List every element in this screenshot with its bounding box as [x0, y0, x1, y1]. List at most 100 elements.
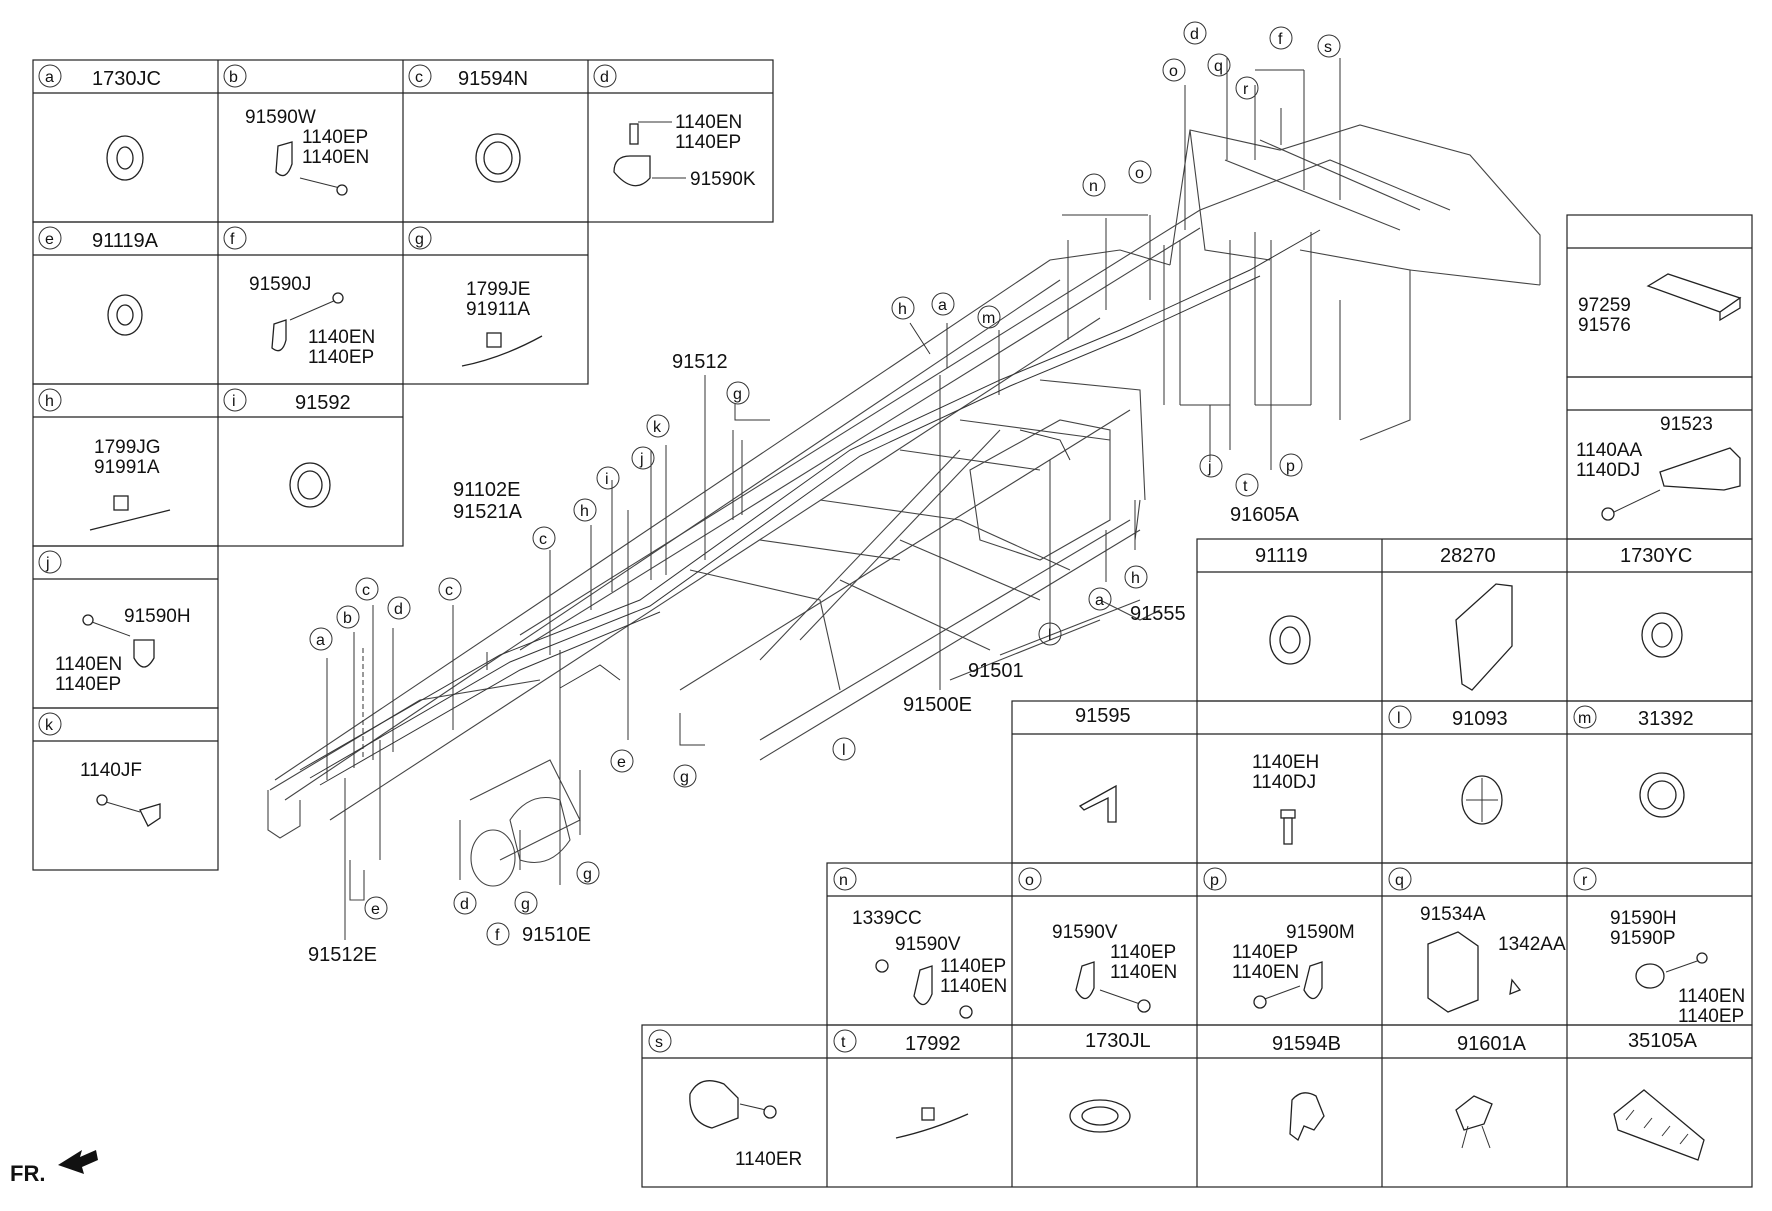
part-number: 1140EN	[308, 327, 375, 348]
svg-text:g: g	[583, 866, 592, 883]
panel-91594B: 91594B	[1272, 1033, 1341, 1142]
part-number: 1140DJ	[1576, 460, 1640, 481]
part-number: 1140EN	[675, 112, 742, 133]
right-parts-table	[641, 214, 1753, 1188]
part-number: 91590V	[1052, 922, 1118, 943]
svg-text:m: m	[982, 310, 995, 327]
panel-h: h 1799JG 91991A	[38, 388, 171, 531]
main-part-numbers: 91512 91102E 91521A 91605A 91555 91501 9…	[308, 351, 1300, 966]
part-number: 91601A	[1457, 1033, 1527, 1055]
svg-text:b: b	[229, 69, 238, 86]
callout-k: k	[646, 414, 670, 438]
callout-s: s	[1317, 34, 1341, 58]
part-number: 91093	[1452, 708, 1508, 730]
svg-text:e: e	[617, 754, 626, 771]
svg-text:c: c	[362, 582, 370, 599]
part-number: 1140EN	[940, 976, 1007, 997]
front-direction-indicator: FR.	[10, 1150, 98, 1186]
part-number: 1342AA	[1498, 934, 1566, 955]
part-number: 1730JL	[1085, 1030, 1151, 1052]
svg-text:e: e	[45, 231, 54, 248]
svg-text:o: o	[1025, 872, 1034, 889]
callout-lines	[326, 58, 1341, 940]
part-number: 1799JE	[466, 279, 530, 300]
part-number: 1140EP	[1232, 942, 1298, 963]
svg-text:s: s	[655, 1034, 663, 1051]
connector-icon	[689, 1080, 777, 1129]
bracket-icon	[1601, 447, 1741, 521]
svg-text:d: d	[1190, 26, 1199, 43]
clip-icon	[1253, 961, 1323, 1009]
part-number: 91576	[1578, 315, 1631, 336]
callout-d2: d	[453, 891, 477, 915]
callout-h: h	[573, 498, 597, 522]
svg-text:h: h	[898, 301, 907, 318]
panel-a: a 1730JC	[38, 64, 161, 181]
cable-tie-icon	[89, 495, 171, 531]
callout-o2: o	[1162, 58, 1186, 82]
svg-text:t: t	[1243, 478, 1248, 495]
svg-text:c: c	[539, 531, 547, 548]
svg-text:p: p	[1286, 458, 1295, 475]
connector-box-icon	[1427, 931, 1522, 1013]
panel-b: b 91590W 1140EP 1140EN	[223, 64, 369, 196]
part-number: 91534A	[1420, 904, 1486, 925]
protector-sleeve-icon	[1646, 273, 1742, 322]
panel-n: n 1339CC 91590V 1140EP 1140EN	[833, 867, 1007, 1019]
svg-text:d: d	[460, 896, 469, 913]
panel-letter: a	[45, 69, 54, 86]
callout-g: g	[514, 891, 538, 915]
callout-f: f	[486, 922, 510, 946]
panel-j: j 91590H 1140EN 1140EP	[38, 550, 191, 695]
callout-r: r	[1235, 76, 1259, 100]
part-number: 91523	[1660, 414, 1713, 435]
arrow-left-icon	[58, 1150, 98, 1174]
callout-c: c	[355, 577, 379, 601]
svg-text:g: g	[680, 769, 689, 786]
svg-text:t: t	[841, 1034, 846, 1051]
push-clip-icon	[1455, 1095, 1493, 1149]
svg-text:j: j	[45, 555, 50, 572]
svg-text:d: d	[600, 69, 609, 86]
svg-text:m: m	[1578, 710, 1591, 727]
panel-r: r 91590H 91590P 1140EN 1140EP	[1573, 867, 1745, 1027]
callout-h3: h	[1124, 565, 1148, 589]
svg-text:q: q	[1395, 872, 1404, 889]
part-number: 1140EN	[1110, 962, 1177, 983]
part-number: 1140EN	[302, 147, 369, 168]
callout-h2: h	[891, 296, 915, 320]
callout-j: j	[631, 446, 655, 470]
panel-35105A: 35105A	[1613, 1030, 1705, 1161]
part-number: 1140EH	[1252, 752, 1319, 773]
seal-ring-icon	[289, 462, 331, 508]
cable-tie-icon	[461, 332, 543, 367]
callout-d: d	[387, 596, 411, 620]
part-number: 1140EP	[1110, 942, 1176, 963]
svg-text:k: k	[45, 717, 54, 734]
svg-text:b: b	[343, 610, 352, 627]
svg-text:o: o	[1169, 63, 1178, 80]
panel-s: s 1140ER	[648, 1029, 802, 1170]
panel-i: i 91592	[223, 388, 351, 508]
clip-icon	[82, 614, 155, 668]
panel-t: t 17992	[833, 1029, 969, 1139]
panel-p: p 91590M 1140EP 1140EN	[1203, 867, 1355, 1009]
panel-k: k 1140JF	[38, 712, 161, 827]
chassis-frame	[267, 124, 1541, 901]
callout-l: l	[832, 737, 856, 761]
fr-label: FR.	[10, 1161, 45, 1186]
part-number: 1730YC	[1620, 545, 1692, 567]
callout-letters: a b c d c e d f g g c e h i j k g g l h …	[309, 21, 1341, 946]
callout-d3: d	[1183, 21, 1207, 45]
callout-a2: a	[931, 292, 955, 316]
callout-g3: g	[726, 381, 750, 405]
part-number: 17992	[905, 1033, 961, 1055]
part-number: 1140EP	[1678, 1006, 1744, 1027]
panel-91119: 91119	[1255, 545, 1311, 665]
callout-l2: l	[1038, 622, 1062, 646]
part-number: 91590M	[1286, 922, 1355, 943]
panel-o: o 91590V 1140EP 1140EN	[1018, 867, 1177, 1013]
part-number: 91590P	[1610, 928, 1676, 949]
part-number: 91510E	[522, 924, 591, 946]
svg-text:c: c	[415, 69, 423, 86]
